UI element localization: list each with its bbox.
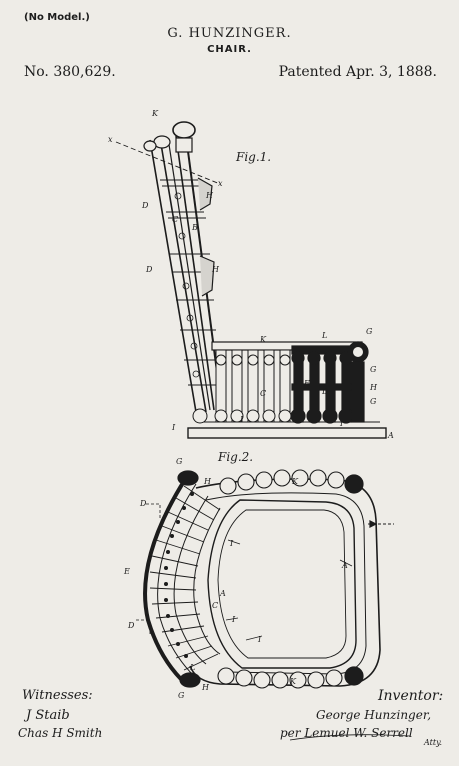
patent-number: No. 380,629.: [24, 64, 116, 80]
fig2-letter-K2: K: [289, 677, 297, 686]
attorney-signature: per Lemuel W. Serrell: [280, 726, 413, 740]
fig1-letter-G3: G: [370, 397, 377, 406]
inventor-name: G. HUNZINGER.: [167, 26, 292, 41]
witness-signature-2: Chas H Smith: [18, 726, 103, 740]
fig1-letter-H2: H: [211, 265, 220, 274]
fig1-label: Fig.1.: [236, 150, 272, 164]
patent-subject: CHAIR.: [207, 44, 252, 55]
fig1-letter-I3: I: [339, 419, 344, 428]
fig1-letter-K: K: [151, 109, 159, 118]
signature-flourish: [289, 734, 411, 741]
fig1-letter-G: G: [366, 327, 373, 336]
fig1-letter-I: I: [171, 423, 176, 432]
fig2-letter-I: I: [229, 539, 234, 548]
attorney-abbreviation: Atty.: [424, 738, 443, 747]
fig1-letter-H3: H: [369, 383, 378, 392]
witnesses-label: Witnesses:: [22, 688, 93, 703]
fig2-letter-H: H: [203, 477, 212, 486]
inventor-label: Inventor:: [378, 688, 444, 704]
witness-signature-1: J Staib: [26, 708, 70, 723]
fig2-letter-I2: I: [231, 615, 236, 624]
fig2-label: Fig.2.: [218, 450, 254, 464]
fig2-letter-D2: D: [127, 621, 135, 630]
fig1-letter-C: C: [172, 215, 178, 224]
fig1-letter-K2: K: [259, 335, 267, 344]
fig1-letter-A: A: [387, 431, 394, 440]
fig2-letter-C: C: [212, 601, 218, 610]
fig2-letter-A2: A: [341, 561, 348, 570]
no-model-note: (No Model.): [24, 12, 90, 23]
fig1-letter-D: D: [141, 201, 149, 210]
fig1-letter-B: B: [191, 223, 198, 232]
fig2-letter-K: K: [291, 477, 299, 486]
fig2-chair-plan-view: [136, 469, 394, 689]
fig2-letter-L: L: [189, 663, 195, 672]
fig2-letter-I3: I: [257, 635, 262, 644]
fig1-letter-x2: x: [218, 179, 223, 188]
inventor-signature: George Hunzinger,: [316, 708, 432, 722]
fig1-letter-G2: G: [370, 365, 377, 374]
fig2-letter-H2: H: [201, 683, 210, 692]
fig1-letter-D3: D: [321, 387, 329, 396]
fig1-letter-x: x: [108, 135, 113, 144]
fig2-letter-G: G: [176, 457, 183, 466]
fig1-letter-C2: C: [260, 389, 266, 398]
fig1-reference-letters: K x x D C B H D H I I K L G G H G E D C …: [108, 109, 394, 440]
fig1-chair-side-view: [115, 121, 387, 439]
fig1-letter-E: E: [303, 379, 310, 388]
fig2-reference-letters: G H K D I E A A D I I L G H K C: [123, 457, 348, 700]
fig2-letter-A: A: [219, 589, 226, 598]
patent-date: Patented Apr. 3, 1888.: [278, 64, 437, 80]
fig2-letter-G2: G: [178, 691, 185, 700]
fig1-letter-D2: D: [145, 265, 153, 274]
fig2-letter-E: E: [123, 567, 130, 576]
fig1-letter-H: H: [205, 191, 214, 200]
fig1-letter-I2: I: [239, 415, 244, 424]
fig1-letter-L: L: [321, 331, 327, 340]
fig2-letter-D: D: [139, 499, 147, 508]
